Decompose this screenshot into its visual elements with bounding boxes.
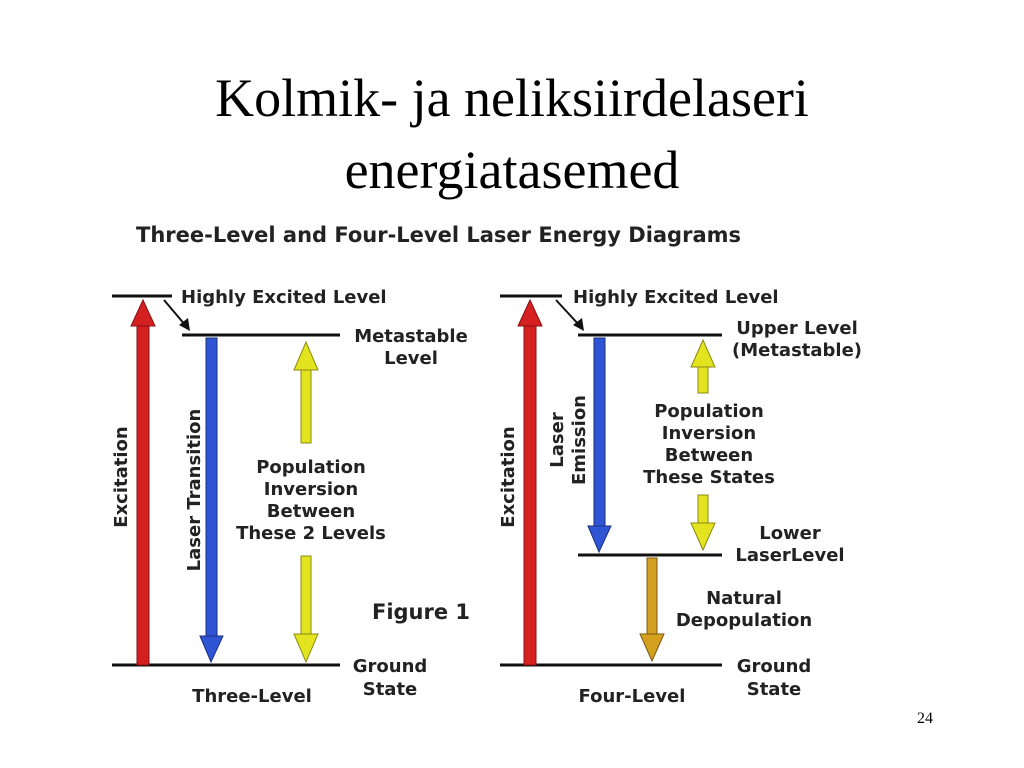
three-level-laser-arrowhead: [199, 635, 224, 664]
four-level-decay-arrow: [555, 299, 581, 327]
four-level-laser-label-2: Emission: [569, 395, 590, 485]
four-level-depopulation-arrowhead: [639, 633, 665, 663]
four-level-excitation-arrowhead: [517, 298, 543, 327]
three-level-metastable-label-2: Level: [384, 348, 438, 369]
three-level-metastable-label-1: Metastable: [354, 326, 468, 347]
three-level-excitation-shaft: [136, 321, 150, 666]
four-level-diagram: Highly Excited Level Upper Level (Metast…: [498, 287, 862, 707]
four-level-population-label-1: Population: [654, 401, 764, 422]
three-level-population-up-shaft: [300, 367, 312, 444]
four-level-natural-label-1: Natural: [706, 588, 782, 609]
three-level-decay-arrowhead: [179, 318, 190, 331]
three-level-caption: Three-Level: [192, 686, 312, 707]
three-level-ground-label-1: Ground: [353, 656, 428, 677]
three-level-diagram: Highly Excited Level Metastable Level Ex…: [111, 287, 470, 707]
three-level-excitation-label: Excitation: [111, 426, 132, 527]
slide-title: Kolmik- ja neliksiirdelaseri energiatase…: [0, 62, 1024, 206]
three-level-laser-shaft: [205, 337, 218, 639]
three-level-population-down-arrowhead: [293, 633, 319, 664]
four-level-population-label-3: Between: [665, 445, 753, 466]
three-level-population-label-3: Between: [267, 501, 355, 522]
four-level-highly-excited-label: Highly Excited Level: [573, 287, 779, 308]
three-level-excitation-arrowhead: [130, 298, 156, 327]
four-level-upper-label-1: Upper Level: [736, 318, 858, 339]
four-level-lower-label-1: Lower: [759, 523, 821, 544]
four-level-laser-label-1: Laser: [547, 412, 568, 468]
four-level-decay-arrowhead: [573, 318, 584, 331]
four-level-population-down-arrowhead: [690, 522, 716, 552]
four-level-excitation-label: Excitation: [498, 426, 519, 527]
four-level-ground-label-1: Ground: [737, 656, 812, 677]
three-level-population-up-arrowhead: [293, 340, 319, 371]
four-level-population-label-4: These States: [643, 467, 775, 488]
three-level-population-down-shaft: [300, 555, 312, 637]
three-level-population-label-2: Inversion: [264, 479, 358, 500]
page-number: 24: [917, 710, 933, 727]
three-level-highly-excited-label: Highly Excited Level: [181, 287, 387, 308]
three-level-laser-transition-label: Laser Transition: [184, 409, 205, 572]
four-level-population-label-2: Inversion: [662, 423, 756, 444]
four-level-population-up-arrowhead: [690, 338, 716, 368]
four-level-caption: Four-Level: [579, 686, 686, 707]
four-level-ground-label-2: State: [747, 679, 802, 700]
three-level-population-label-4: These 2 Levels: [236, 523, 386, 544]
four-level-laser-arrowhead: [587, 525, 612, 554]
four-level-excitation-shaft: [523, 321, 537, 666]
slide-title-line-1: Kolmik- ja neliksiirdelaseri: [215, 68, 809, 128]
three-level-ground-label-2: State: [363, 679, 418, 700]
four-level-population-up-shaft: [697, 364, 709, 394]
figure-heading: Three-Level and Four-Level Laser Energy …: [136, 223, 741, 247]
four-level-upper-label-2: (Metastable): [732, 340, 862, 361]
four-level-laser-shaft: [593, 337, 606, 529]
slide-title-line-2: energiatasemed: [344, 140, 680, 200]
four-level-population-down-shaft: [697, 494, 709, 526]
figure-label: Figure 1: [372, 600, 470, 624]
four-level-lower-label-2: LaserLevel: [735, 545, 844, 566]
four-level-natural-label-2: Depopulation: [676, 610, 812, 631]
four-level-depopulation-shaft: [646, 557, 658, 637]
three-level-population-label-1: Population: [256, 457, 366, 478]
three-level-decay-arrow: [163, 299, 187, 327]
